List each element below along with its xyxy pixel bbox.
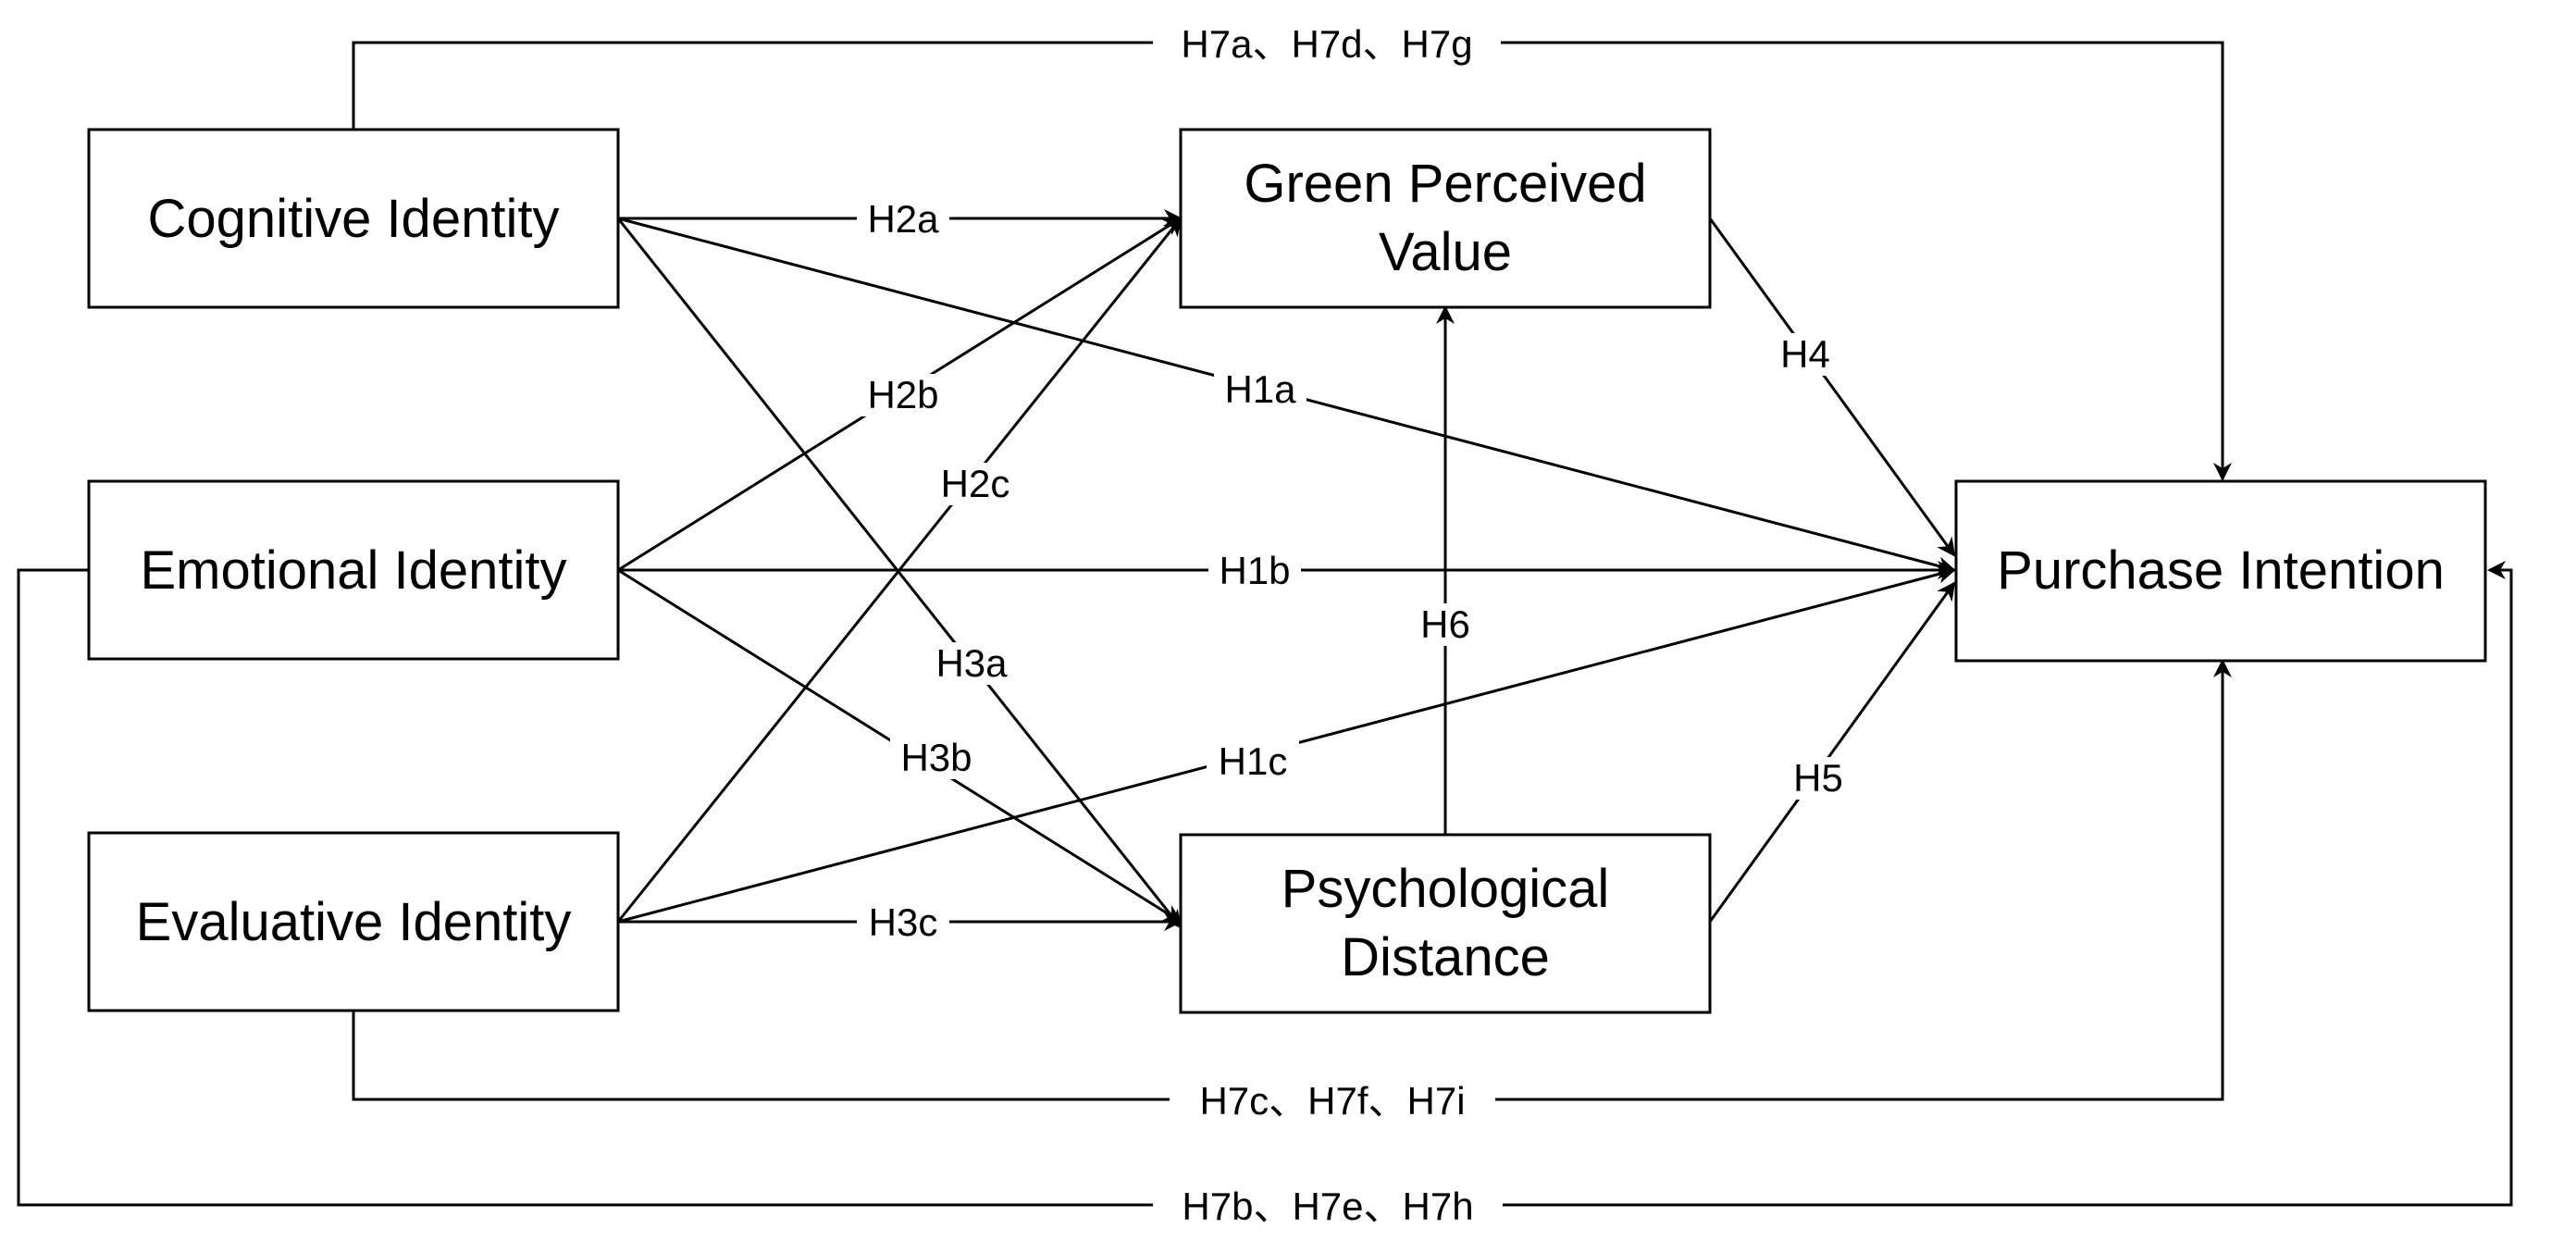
nodes: Cognitive Identity Emotional Identity Ev… [87, 128, 2487, 1014]
edge-h5 [1708, 581, 1956, 923]
label-h3c-text: H3c [869, 900, 938, 944]
node-green-perceived-value-line1: Green Perceived [1244, 154, 1646, 214]
label-h2c: H2c [929, 462, 1022, 505]
label-h4: H4 [1775, 332, 1836, 376]
label-h3c: H3c [857, 900, 949, 944]
label-h6: H6 [1416, 602, 1475, 646]
label-h2a: H2a [857, 197, 949, 241]
node-psychological-distance-line2: Distance [1341, 927, 1550, 987]
label-h3b: H3b [890, 736, 983, 779]
label-h2b: H2b [857, 373, 949, 416]
label-h3a-text: H3a [935, 641, 1008, 685]
node-emotional-identity-label: Emotional Identity [140, 540, 566, 601]
label-h1b: H1b [1208, 549, 1301, 592]
label-h7-top: H7a、H7d、H7g [1153, 20, 1501, 67]
label-h7-mid-text: H7c、H7f、H7i [1199, 1079, 1465, 1123]
node-emotional-identity: Emotional Identity [87, 479, 620, 661]
edge-labels: H7a、H7d、H7g H2a H2b H1a H2c H1b H6 H3a [857, 20, 1849, 1229]
label-h7-mid: H7c、H7f、H7i [1170, 1077, 1495, 1123]
node-cognitive-identity: Cognitive Identity [87, 128, 620, 309]
label-h5: H5 [1788, 756, 1849, 800]
label-h2c-text: H2c [941, 462, 1010, 505]
label-h1b-text: H1b [1219, 549, 1290, 592]
node-psychological-distance: Psychological Distance [1179, 833, 1712, 1014]
label-h7-bottom-text: H7b、H7e、H7h [1182, 1185, 1473, 1228]
node-cognitive-identity-label: Cognitive Identity [148, 189, 560, 249]
label-h7-top-text: H7a、H7d、H7g [1181, 22, 1472, 66]
node-green-perceived-value: Green Perceived Value [1179, 128, 1712, 309]
label-h3a: H3a [925, 641, 1018, 685]
label-h6-text: H6 [1420, 602, 1470, 646]
label-h3b-text: H3b [900, 736, 972, 779]
label-h7-bottom: H7b、H7e、H7h [1153, 1183, 1503, 1229]
node-purchase-intention: Purchase Intention [1954, 479, 2487, 663]
label-h5-text: H5 [1793, 756, 1843, 800]
node-psychological-distance-line1: Psychological [1282, 859, 1610, 919]
label-h1c: H1c [1207, 739, 1299, 783]
edge-h3a [616, 217, 1183, 929]
node-evaluative-identity-label: Evaluative Identity [136, 892, 572, 952]
label-h2a-text: H2a [867, 197, 939, 241]
label-h1a: H1a [1214, 367, 1307, 411]
label-h4-text: H4 [1780, 332, 1830, 376]
edge-h2c [616, 217, 1183, 923]
node-green-perceived-value-line2: Value [1379, 222, 1512, 282]
node-evaluative-identity: Evaluative Identity [87, 831, 620, 1012]
label-h1c-text: H1c [1219, 739, 1288, 783]
node-purchase-intention-label: Purchase Intention [1997, 540, 2445, 601]
label-h2b-text: H2b [867, 373, 938, 416]
label-h1a-text: H1a [1224, 367, 1296, 411]
edge-h4 [1708, 217, 1956, 557]
